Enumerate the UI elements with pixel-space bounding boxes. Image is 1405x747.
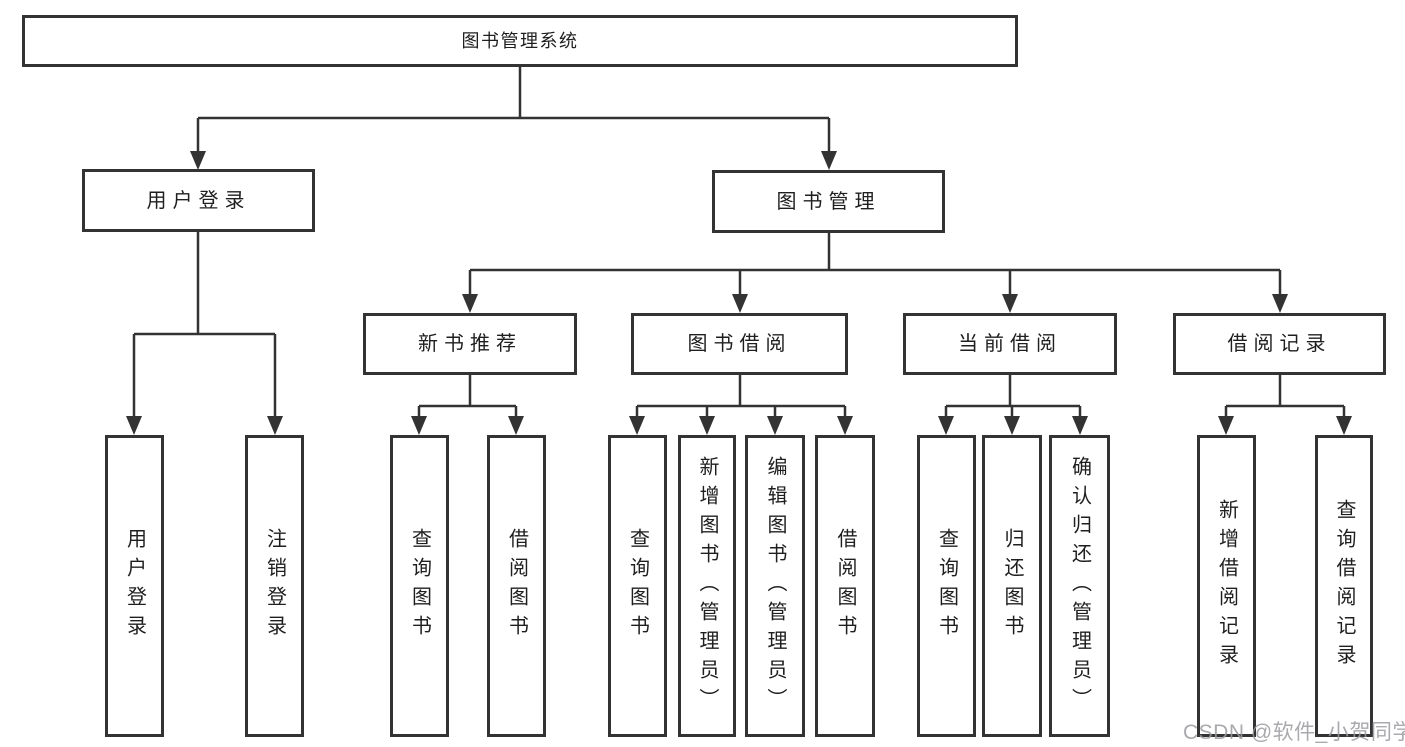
node-borrowing-records: 借阅记录 [1173,313,1386,375]
watermark: CSDN @软件_小贺同学 [1183,721,1405,744]
node-label: 当前借阅 [958,333,1062,355]
node-label: 用户登录 [123,528,146,644]
node-book-management: 图书管理 [712,170,945,233]
node-label: 借阅图书 [505,528,528,644]
connector-stems [132,67,1346,418]
node-label: 新书推荐 [418,333,522,355]
node-label: 新增图书（管理员） [696,455,718,717]
node-label: 借阅记录 [1227,333,1332,355]
leaf-add-books-admin: 新增图书（管理员） [678,435,736,737]
node-current-borrowing: 当前借阅 [903,313,1117,375]
node-label: 查询图书 [935,528,958,644]
node-label: 查询图书 [408,528,431,644]
leaf-add-borrow-record: 新增借阅记录 [1197,435,1256,737]
leaf-return-books: 归还图书 [982,435,1042,737]
node-label: 归还图书 [1001,528,1023,644]
node-label: 编辑图书（管理员） [764,455,786,717]
leaf-logout: 注销登录 [245,435,304,737]
node-book-borrowing: 图书借阅 [631,313,848,375]
node-label: 用户登录 [146,189,251,212]
leaf-user-login: 用户登录 [105,435,164,737]
node-label: 查询图书 [626,528,649,644]
leaf-query-borrow-record: 查询借阅记录 [1315,435,1373,737]
node-label: 图书借阅 [687,333,792,355]
leaf-confirm-return-admin: 确认归还（管理员） [1049,435,1110,737]
leaf-edit-books-admin: 编辑图书（管理员） [745,435,805,737]
node-label: 注销登录 [263,528,286,644]
node-label: 查询借阅记录 [1333,499,1355,673]
node-label: 借阅图书 [834,528,856,644]
leaf-borrow-books: 借阅图书 [815,435,875,737]
leaf-query-books-recommend: 查询图书 [390,435,449,737]
node-label: 图书管理系统 [461,31,579,51]
leaf-borrow-books-recommend: 借阅图书 [487,435,546,737]
node-library-system: 图书管理系统 [22,15,1018,67]
leaf-query-books-current: 查询图书 [917,435,976,737]
node-new-book-recommendation: 新书推荐 [363,313,577,375]
node-label: 确认归还（管理员） [1068,455,1091,717]
node-user-login: 用户登录 [82,169,315,232]
node-label: 图书管理 [776,190,881,213]
node-label: 新增借阅记录 [1215,499,1238,673]
leaf-query-books-borrow: 查询图书 [608,435,667,737]
